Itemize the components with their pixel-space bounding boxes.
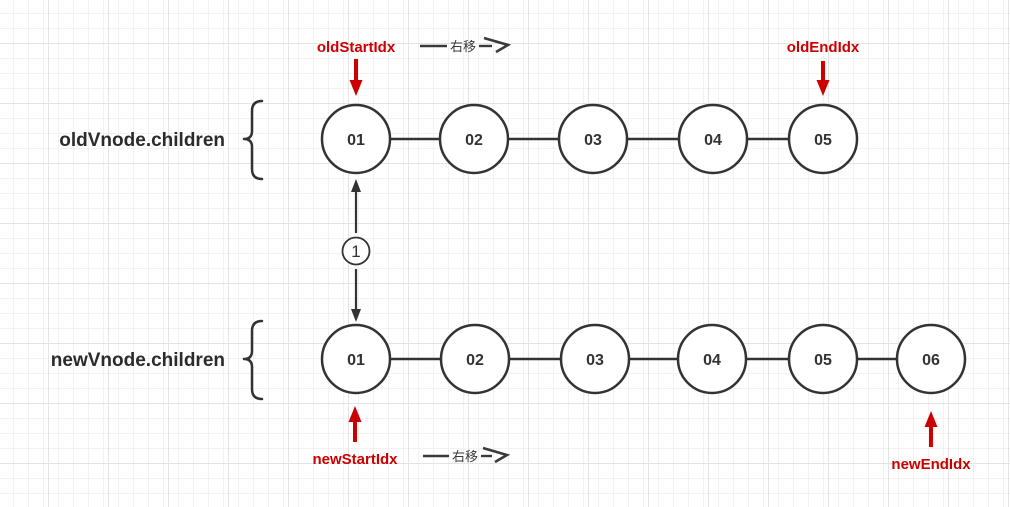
node-label: 01: [347, 132, 365, 149]
shift-right-label: 右移: [450, 39, 476, 54]
node-circle: [439, 323, 511, 395]
old-start-pointer: oldStartIdx: [317, 39, 396, 96]
new-end-pointer: newEndIdx: [891, 411, 971, 473]
node-label: 06: [922, 352, 940, 369]
old-end-pointer-label: oldEndIdx: [787, 39, 860, 56]
step-badge-circle: [341, 236, 371, 266]
node-circle: [676, 323, 748, 395]
down-arrow-head: [349, 80, 363, 96]
old-end-pointer: oldEndIdx: [787, 39, 860, 96]
new-row: newVnode.children 01 02 03 04 05 06: [51, 319, 967, 401]
node-label: 05: [814, 352, 832, 369]
node-circle: [320, 103, 392, 175]
up-arrow-head: [924, 411, 938, 427]
old-start-pointer-label: oldStartIdx: [317, 39, 396, 56]
node-circle: [559, 323, 631, 395]
old-node-5: 05: [787, 103, 859, 175]
node-label: 02: [465, 132, 483, 149]
old-row-brace: [242, 99, 264, 181]
new-end-pointer-label: newEndIdx: [891, 456, 971, 473]
new-node-5: 05: [787, 323, 859, 395]
node-circle: [787, 103, 859, 175]
new-node-6: 06: [895, 323, 967, 395]
new-node-4: 04: [676, 323, 748, 395]
old-node-3: 03: [557, 103, 629, 175]
node-circle: [557, 103, 629, 175]
right-arrow-chevron: [483, 36, 512, 54]
up-arrow-head: [348, 406, 362, 422]
old-node-2: 02: [438, 103, 510, 175]
node-label: 03: [584, 132, 602, 149]
old-node-1: 01: [320, 103, 392, 175]
node-circle: [438, 103, 510, 175]
node-label: 05: [814, 132, 832, 149]
new-start-pointer-label: newStartIdx: [312, 451, 398, 468]
up-arrow-head: [351, 179, 361, 192]
new-row-label: newVnode.children: [51, 350, 225, 371]
new-node-1: 01: [320, 323, 392, 395]
new-start-pointer: newStartIdx: [312, 406, 398, 468]
node-circle: [320, 323, 392, 395]
down-arrow-head: [816, 80, 830, 96]
node-label: 03: [586, 352, 604, 369]
new-node-2: 02: [439, 323, 511, 395]
right-arrow-chevron: [482, 446, 511, 464]
old-row: oldVnode.children 01 02 03 04 05: [59, 99, 859, 181]
node-circle: [677, 103, 749, 175]
new-node-3: 03: [559, 323, 631, 395]
step-badge-number: 1: [351, 242, 360, 261]
new-row-brace: [242, 319, 264, 401]
node-circle: [895, 323, 967, 395]
node-label: 01: [347, 352, 365, 369]
node-circle: [787, 323, 859, 395]
node-label: 02: [466, 352, 484, 369]
down-arrow-head: [351, 309, 361, 322]
old-node-4: 04: [677, 103, 749, 175]
node-label: 04: [703, 352, 721, 369]
old-shift-right-hint: 右移: [420, 36, 512, 54]
new-shift-right-hint: 右移: [423, 446, 511, 464]
node-label: 04: [704, 132, 722, 149]
comparison-arrow: 1: [341, 179, 371, 322]
old-row-label: oldVnode.children: [59, 130, 225, 151]
shift-right-label: 右移: [452, 449, 478, 464]
